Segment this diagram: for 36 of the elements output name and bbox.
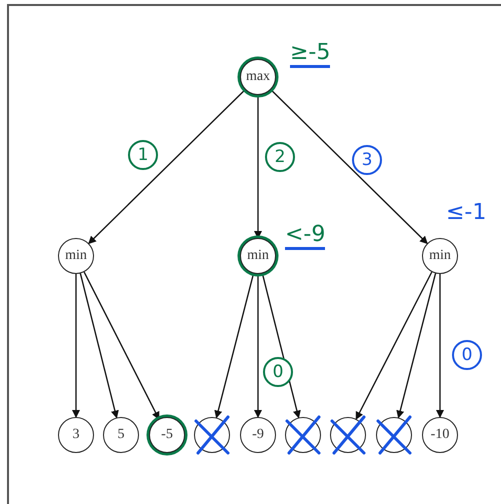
node-label: min: [65, 248, 87, 264]
tree-node: [240, 417, 276, 453]
arrow: [436, 274, 444, 418]
tree-node: [422, 238, 458, 274]
node-label: -10: [430, 427, 450, 443]
handwritten-bound: ≥-5: [290, 40, 330, 68]
node-label: 5: [118, 427, 124, 443]
node-label: 3: [72, 427, 80, 443]
arrow: [88, 89, 246, 244]
arrow: [72, 274, 80, 418]
edge-label: 2: [265, 142, 295, 172]
arrow: [270, 89, 428, 244]
arrow: [84, 272, 160, 420]
node-label: -5: [161, 427, 173, 443]
edge-label: 1: [128, 140, 158, 170]
handwritten-bound: ≤-1: [446, 200, 486, 225]
edge-label: 3: [352, 145, 382, 175]
node-label: -9: [252, 427, 264, 443]
arrow: [254, 274, 262, 418]
arrow: [80, 273, 119, 419]
tree-node: [58, 238, 94, 274]
arrow: [356, 272, 432, 420]
arrow: [214, 273, 254, 419]
edge-label: 0: [452, 340, 482, 370]
handwritten-bound: <-9: [285, 222, 326, 250]
tree-node: [58, 417, 94, 453]
tree-node: [422, 417, 458, 453]
node-label: max: [246, 69, 270, 85]
node-label: min: [429, 248, 451, 264]
tree-node: [240, 59, 276, 95]
edge-label: 0: [263, 357, 293, 387]
tree-node: [240, 238, 276, 274]
tree-node: [103, 417, 139, 453]
node-label: min: [247, 248, 269, 264]
tree-node: [149, 417, 185, 453]
arrow: [396, 273, 436, 419]
